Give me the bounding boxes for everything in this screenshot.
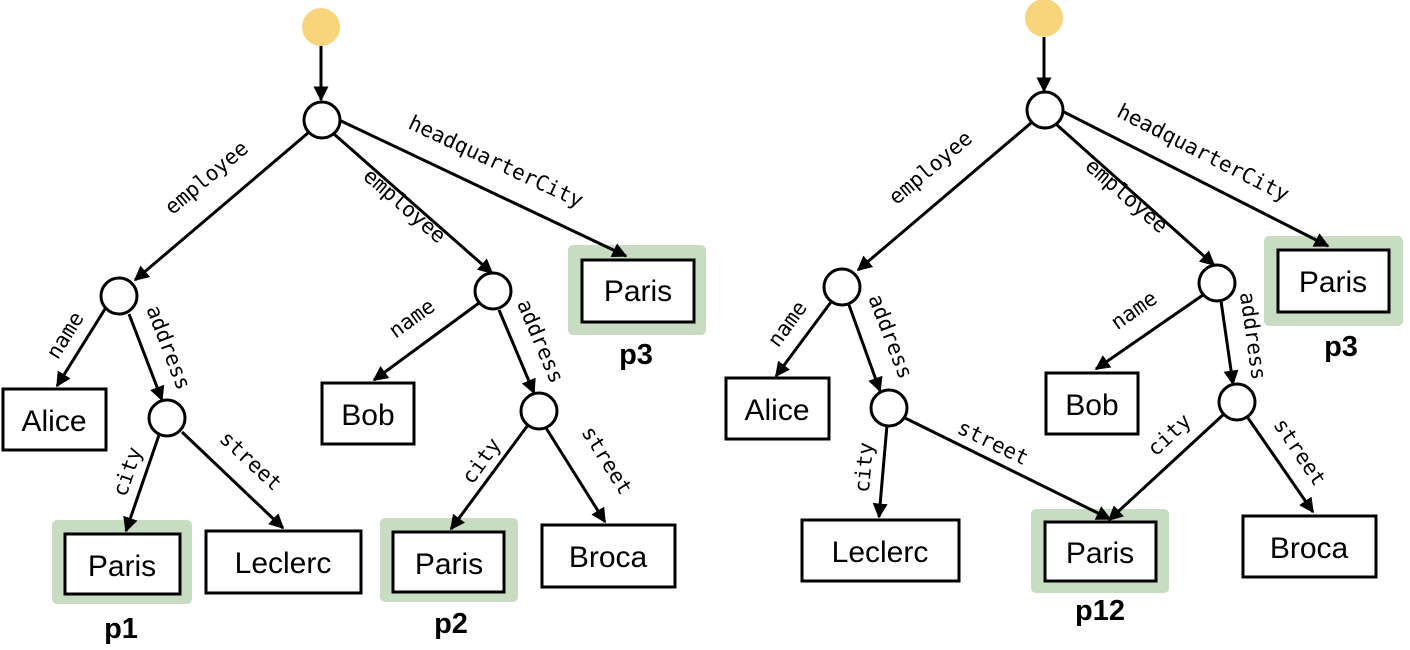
edge-name-a-left xyxy=(55,308,107,388)
leaf-box-broca-left xyxy=(540,523,677,589)
leaf-box-paris-hq-right xyxy=(1276,248,1391,314)
edge-label-street-a-left: street xyxy=(215,426,287,495)
tag-p3-left: p3 xyxy=(619,339,653,371)
edge-label-employee-b-right: employee xyxy=(1081,153,1173,237)
edge-address-b-right xyxy=(1219,300,1239,386)
edge-city-b-left xyxy=(449,424,530,531)
edge-label-name-b-left: name xyxy=(384,294,439,343)
edge-label-headquarter-left: headquarterCity xyxy=(405,111,587,213)
inner-node-address-b-right xyxy=(1217,382,1257,422)
leaf-bob-left: Bob xyxy=(341,399,394,432)
inner-node-top-left xyxy=(302,100,342,140)
edge-label-street-b-left: street xyxy=(577,422,638,499)
edge-city-a-left xyxy=(123,434,161,533)
leaf-box-bob-left xyxy=(320,381,416,446)
edge-label-name-a-left: name xyxy=(41,307,88,363)
leaf-leclerc-right: Leclerc xyxy=(832,536,929,569)
edge-label-city-a-right: city xyxy=(850,441,878,493)
leaf-box-paris-b-left xyxy=(391,530,506,594)
edge-city-b-right xyxy=(1107,412,1226,522)
edge-address-a-left xyxy=(127,313,165,402)
edge-headquarter-left xyxy=(338,118,628,258)
edge-street-a-right xyxy=(904,416,1112,521)
inner-node-top-right xyxy=(1025,90,1065,130)
inner-node-employee-a-right xyxy=(822,267,862,307)
leaf-box-paris-a-left xyxy=(63,532,182,596)
tag-p12: p12 xyxy=(1075,595,1125,627)
edge-label-address-a-left: address xyxy=(141,302,195,393)
edge-label-street-b-right: street xyxy=(1269,414,1331,490)
edge-label-name-b-right: name xyxy=(1106,286,1161,335)
edge-headquarter-right xyxy=(1061,109,1330,248)
edge-label-employee-a-left: employee xyxy=(160,136,253,219)
tag-p2: p2 xyxy=(434,608,468,640)
leaf-bob-right: Bob xyxy=(1065,389,1118,422)
leaf-box-broca-right xyxy=(1241,514,1378,579)
edge-address-a-right xyxy=(847,304,883,393)
edge-name-b-right xyxy=(1094,293,1204,371)
leaf-paris-shared-right: Paris xyxy=(1066,537,1134,570)
leaf-paris-a-left: Paris xyxy=(88,550,156,583)
left-tree: employee employee headquarterCity name a… xyxy=(1,8,706,645)
root-node-left xyxy=(302,8,340,46)
leaf-box-alice-right xyxy=(724,376,831,441)
leaf-paris-hq-left: Paris xyxy=(604,275,672,308)
leaf-broca-right: Broca xyxy=(1270,532,1349,565)
edge-street-b-left xyxy=(544,427,607,524)
leaf-box-paris-shared-right xyxy=(1043,520,1158,583)
edge-name-b-left xyxy=(372,301,480,382)
edge-employee-b-right xyxy=(1056,123,1216,267)
leaf-box-paris-hq-left xyxy=(580,258,696,324)
leaf-paris-hq-right: Paris xyxy=(1299,266,1367,299)
inner-node-address-a-right xyxy=(869,388,909,428)
edge-label-city-b-left: city xyxy=(457,433,506,488)
edge-employee-b-left xyxy=(333,132,494,275)
root-node-right xyxy=(1025,0,1063,37)
leaf-alice-left: Alice xyxy=(21,405,86,438)
inner-node-employee-a-left xyxy=(99,276,139,316)
inner-node-address-a-left xyxy=(147,398,187,438)
tag-p1: p1 xyxy=(104,613,138,645)
edge-name-a-right xyxy=(774,301,833,378)
leaf-box-bob-right xyxy=(1044,371,1140,436)
inner-node-employee-b-right xyxy=(1197,263,1237,303)
leaf-alice-right: Alice xyxy=(744,394,809,427)
edge-label-address-b-left: address xyxy=(512,296,569,387)
leaf-box-leclerc-right xyxy=(800,518,961,583)
edge-label-employee-a-right: employee xyxy=(884,126,977,209)
leaf-paris-b-left: Paris xyxy=(415,548,483,581)
leaf-box-alice-left xyxy=(1,387,108,452)
right-tree: employee employee headquarterCity name a… xyxy=(724,0,1403,627)
edge-label-employee-b-left: employee xyxy=(359,163,451,247)
inner-node-employee-b-left xyxy=(473,271,513,311)
leaf-leclerc-left: Leclerc xyxy=(235,547,332,580)
edge-employee-a-left xyxy=(133,131,309,282)
leaf-box-leclerc-left xyxy=(204,529,363,595)
leaf-broca-left: Broca xyxy=(569,541,648,574)
inner-node-address-b-left xyxy=(519,391,559,431)
edge-label-city-b-right: city xyxy=(1143,409,1196,461)
tag-p3-right: p3 xyxy=(1324,331,1358,363)
edge-address-b-left xyxy=(497,309,536,395)
edge-street-b-right xyxy=(1246,417,1315,514)
edge-street-a-left xyxy=(180,430,285,530)
edge-employee-a-right xyxy=(856,121,1032,272)
edge-label-name-a-right: name xyxy=(763,296,812,351)
edge-city-a-right xyxy=(872,424,889,519)
